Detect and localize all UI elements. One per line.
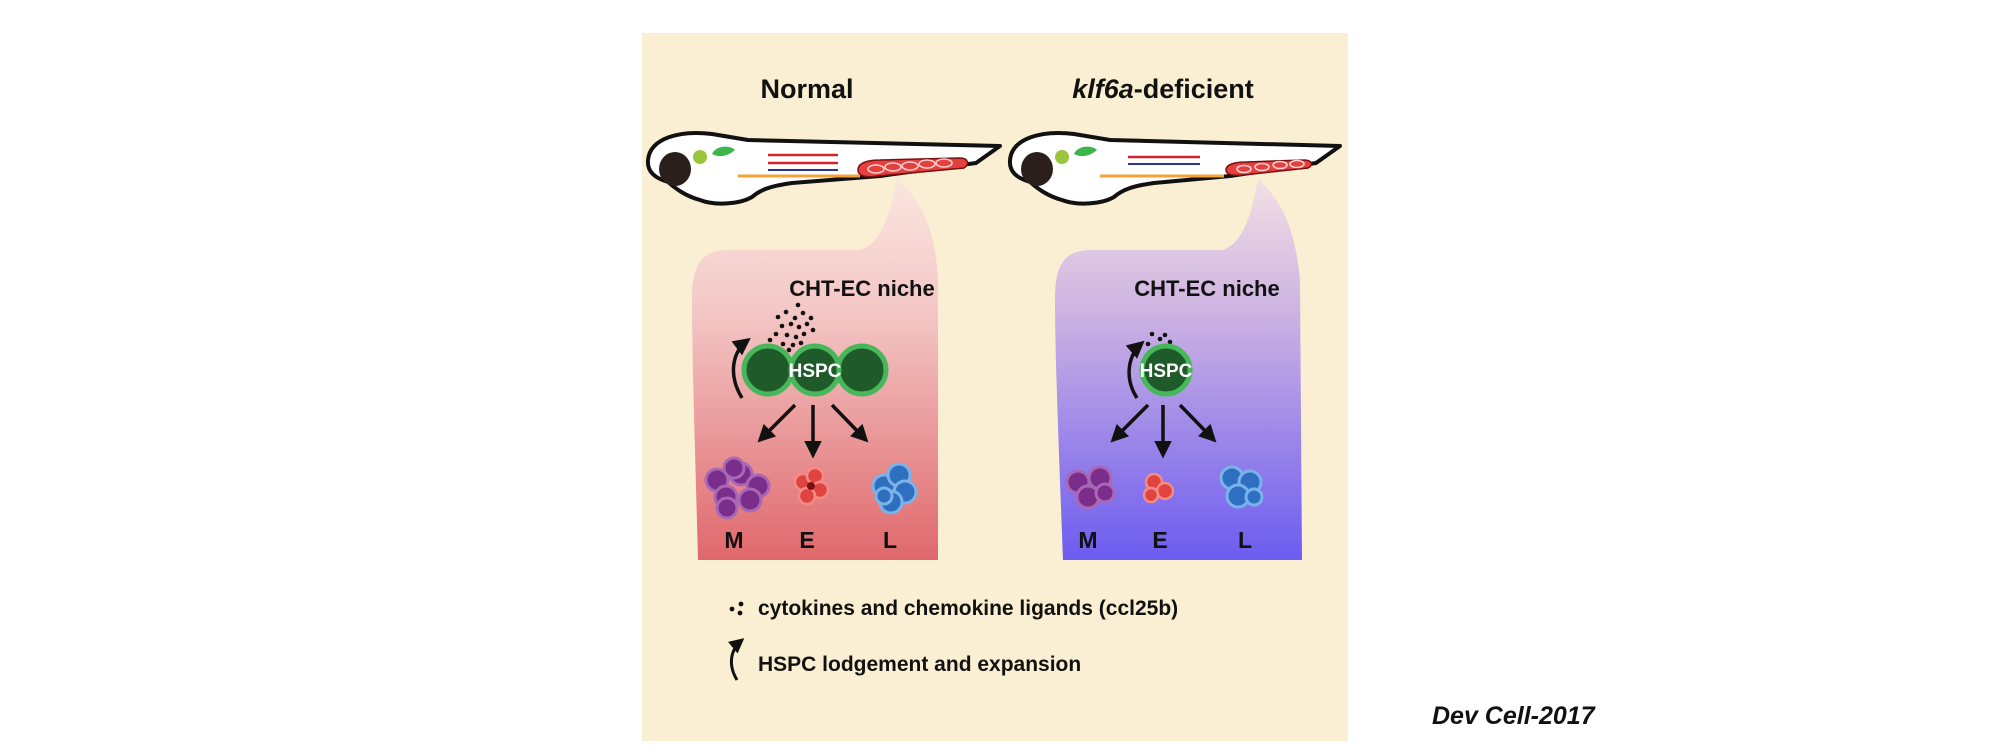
expansion-arrow-normal xyxy=(731,337,751,399)
citation: Dev Cell-2017 xyxy=(1432,702,1596,730)
legend-dots-icon xyxy=(729,601,744,616)
hspc-label-normal: HSPC xyxy=(789,361,842,382)
erythroid-cells-normal xyxy=(793,466,830,506)
erythroid-cells-deficient xyxy=(1142,472,1175,504)
eye-normal xyxy=(659,152,691,186)
legend-dots-text: cytokines and chemokine ligands (ccl25b) xyxy=(758,597,1178,620)
niche-label-deficient: CHT-EC niche xyxy=(1134,276,1279,301)
differentiation-arrows-deficient xyxy=(1110,403,1217,459)
legend: cytokines and chemokine ligands (ccl25b)… xyxy=(727,597,1178,681)
lineage-e-normal: E xyxy=(799,527,814,553)
legend-arrow-icon xyxy=(727,638,745,681)
lineage-m-deficient: M xyxy=(1078,527,1097,553)
lymphoid-cells-deficient xyxy=(1219,465,1264,509)
hspc-cluster-normal xyxy=(741,343,889,397)
myeloid-cells-normal xyxy=(704,456,771,520)
legend-arrow-text: HSPC lodgement and expansion xyxy=(758,653,1081,676)
hspc-label-deficient: HSPC xyxy=(1140,361,1193,382)
lymphoid-cells-normal xyxy=(871,462,918,515)
lineage-m-normal: M xyxy=(724,527,743,553)
lineage-l-deficient: L xyxy=(1238,527,1252,553)
niche-label-normal: CHT-EC niche xyxy=(789,276,934,301)
hspc-cell-deficient xyxy=(1139,343,1193,397)
cytokine-dots-normal xyxy=(767,302,816,353)
title-normal: Normal xyxy=(760,74,853,104)
cytokine-dots-deficient xyxy=(1145,331,1173,347)
myeloid-cells-deficient xyxy=(1065,465,1116,510)
lineage-e-deficient: E xyxy=(1152,527,1167,553)
cht-region-normal xyxy=(857,157,969,178)
lineage-l-normal: L xyxy=(883,527,897,553)
zebrafish-normal xyxy=(645,131,1002,206)
differentiation-arrows-normal xyxy=(757,403,869,459)
eye-deficient xyxy=(1021,152,1053,186)
expansion-arrow-deficient xyxy=(1125,340,1145,399)
title-klf6a-deficient: klf6a-deficient xyxy=(1072,74,1254,104)
zebrafish-deficient xyxy=(1007,131,1342,206)
